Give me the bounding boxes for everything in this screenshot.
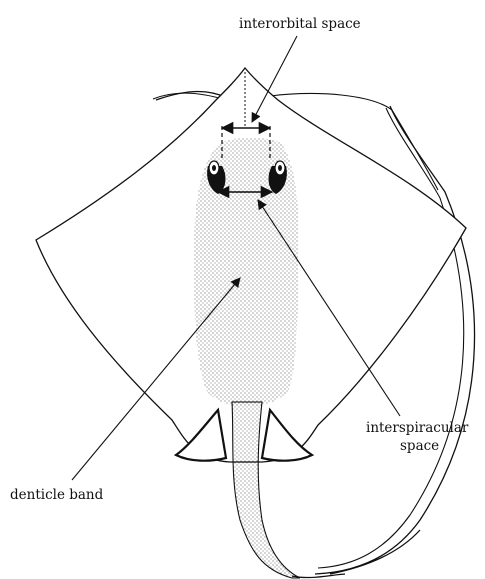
label-denticle-band: denticle band (10, 487, 104, 503)
label-interspiracular-line1: interspiracular (366, 420, 469, 436)
label-interorbital-space: interorbital space (239, 16, 361, 32)
tail-spine-tip (292, 574, 345, 578)
label-interspiracular-line2: space (400, 438, 439, 454)
